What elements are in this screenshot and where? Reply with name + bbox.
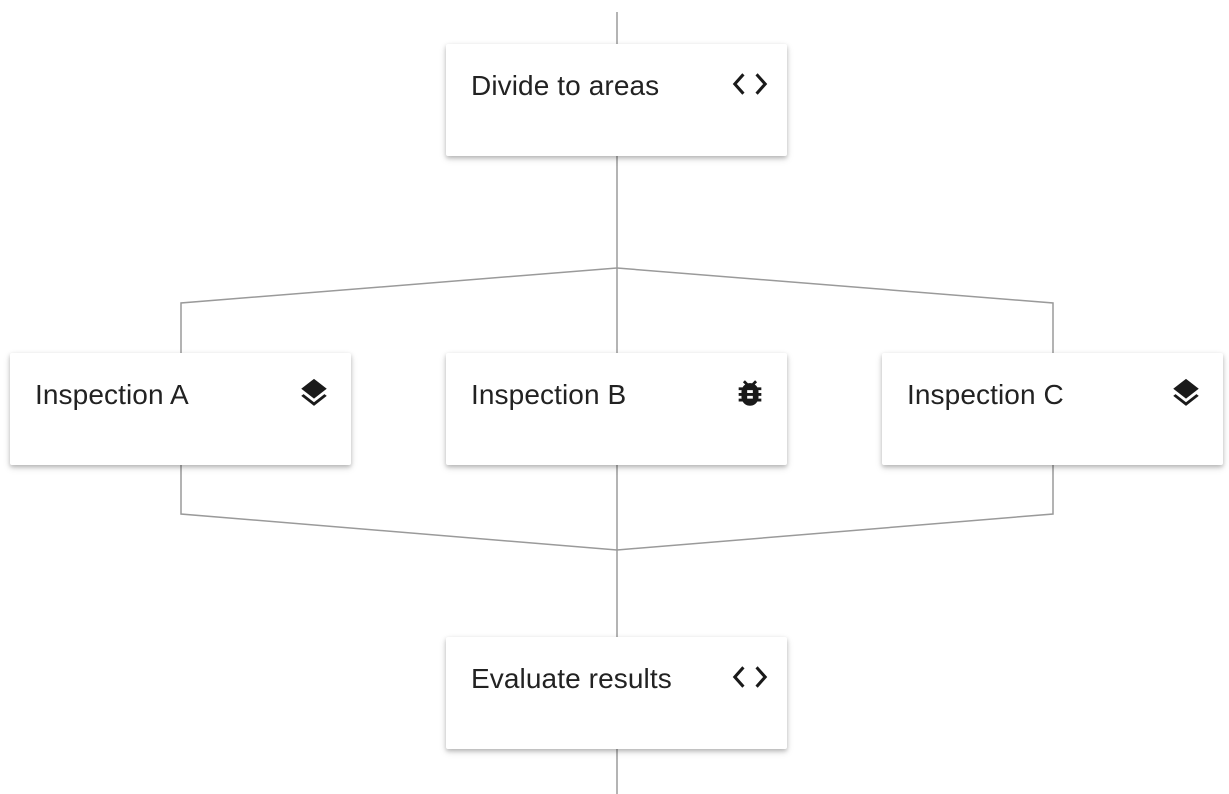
layers-icon[interactable] — [295, 374, 333, 412]
connector-split-a — [180, 267, 618, 353]
node-evaluate-results[interactable]: Evaluate results — [446, 637, 787, 749]
node-label: Inspection B — [471, 379, 627, 410]
code-icon[interactable] — [731, 65, 769, 103]
node-divide-to-areas[interactable]: Divide to areas — [446, 44, 787, 156]
layers-icon[interactable] — [1167, 374, 1205, 412]
connector-join-a — [180, 465, 618, 551]
code-icon[interactable] — [731, 658, 769, 696]
connector-split-c — [616, 267, 1054, 353]
node-inspection-c[interactable]: Inspection C — [882, 353, 1223, 465]
node-label: Inspection C — [907, 379, 1064, 410]
node-label: Divide to areas — [471, 70, 660, 101]
node-label: Evaluate results — [471, 663, 672, 694]
bug-icon[interactable] — [731, 374, 769, 412]
node-inspection-b[interactable]: Inspection B — [446, 353, 787, 465]
connector-join-c — [616, 465, 1054, 551]
node-inspection-a[interactable]: Inspection A — [10, 353, 351, 465]
node-label: Inspection A — [35, 379, 189, 410]
